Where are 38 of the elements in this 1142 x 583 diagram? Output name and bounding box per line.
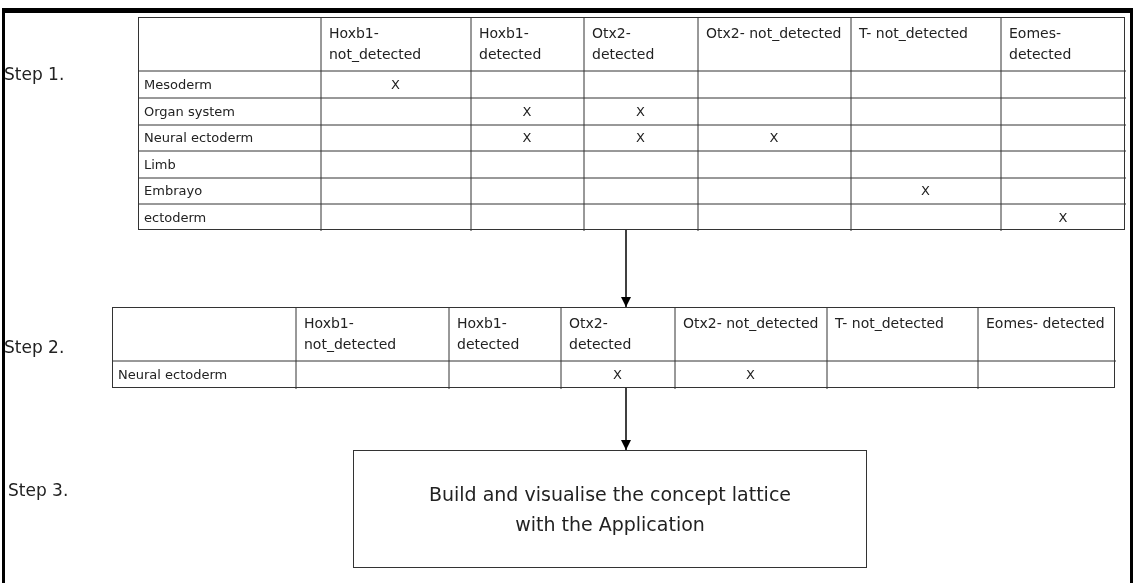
- cell-mark: X: [746, 367, 755, 383]
- column-header: Hoxb1- not_detected: [304, 314, 398, 354]
- box-text: Build and visualise the concept lattice with the Application: [427, 482, 793, 537]
- row-header: Embrayo: [144, 183, 203, 199]
- row-header: Neural ectoderm: [144, 130, 254, 146]
- cell-mark: X: [636, 130, 645, 146]
- row-header: Mesoderm: [144, 76, 212, 93]
- row-header: ectoderm: [144, 209, 207, 226]
- column-header: Hoxb1- detected: [457, 314, 521, 354]
- cell-mark: X: [1058, 209, 1068, 226]
- row-header: Limb: [144, 156, 176, 173]
- column-header: Otx2- detected: [592, 24, 656, 64]
- column-header: T- not_detected: [859, 24, 969, 43]
- step-label: Step 3.: [8, 480, 69, 500]
- row-header: Organ system: [144, 103, 235, 120]
- process-box: [353, 450, 867, 568]
- arrow: [620, 229, 632, 308]
- cell-mark: X: [391, 76, 400, 93]
- column-header: Otx2- not_detected: [683, 314, 820, 333]
- cell-mark: X: [522, 130, 532, 146]
- column-header: Otx2- detected: [569, 314, 633, 354]
- arrow: [620, 387, 632, 451]
- column-header: Eomes- detected: [1009, 24, 1073, 64]
- cell-mark: X: [522, 103, 532, 120]
- cell-mark: X: [769, 130, 779, 146]
- step-label: Step 2.: [4, 337, 65, 357]
- column-header: Hoxb1- not_detected: [329, 24, 423, 64]
- cell-mark: X: [613, 367, 622, 383]
- cell-mark: X: [921, 183, 930, 199]
- row-header: Neural ectoderm: [118, 367, 228, 383]
- column-header: Otx2- not_detected: [706, 24, 843, 43]
- column-header: Hoxb1- detected: [479, 24, 543, 64]
- data-table: [112, 307, 1115, 388]
- column-header: Eomes- detected: [986, 314, 1106, 333]
- data-table: [138, 17, 1125, 230]
- column-header: T- not_detected: [835, 314, 945, 333]
- step-label: Step 1.: [4, 64, 65, 84]
- cell-mark: X: [636, 103, 645, 120]
